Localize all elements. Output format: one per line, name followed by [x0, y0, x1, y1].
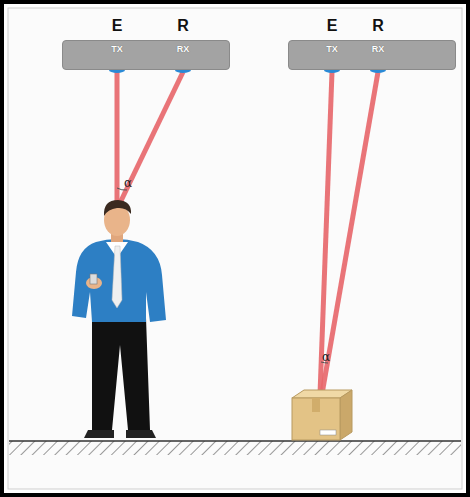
inner-frame	[8, 8, 462, 489]
channel-label: RX	[372, 44, 385, 54]
unit-heading: E	[327, 17, 338, 35]
person	[72, 200, 166, 438]
unit-heading: R	[177, 17, 189, 35]
unit-heading: E	[112, 17, 123, 35]
channel-label: RX	[177, 44, 190, 54]
channel-label: TX	[111, 44, 123, 54]
light-beams	[117, 72, 378, 394]
unit-heading: R	[372, 17, 384, 35]
sensor-unit: ERTXRX	[62, 40, 230, 70]
angle-label: α	[322, 350, 330, 364]
package-box	[292, 390, 352, 440]
sensor-unit: ERTXRX	[288, 40, 456, 70]
channel-label: TX	[326, 44, 338, 54]
floor-line	[9, 440, 461, 442]
angle-label: α	[124, 176, 132, 190]
floor-hatching	[9, 441, 461, 455]
